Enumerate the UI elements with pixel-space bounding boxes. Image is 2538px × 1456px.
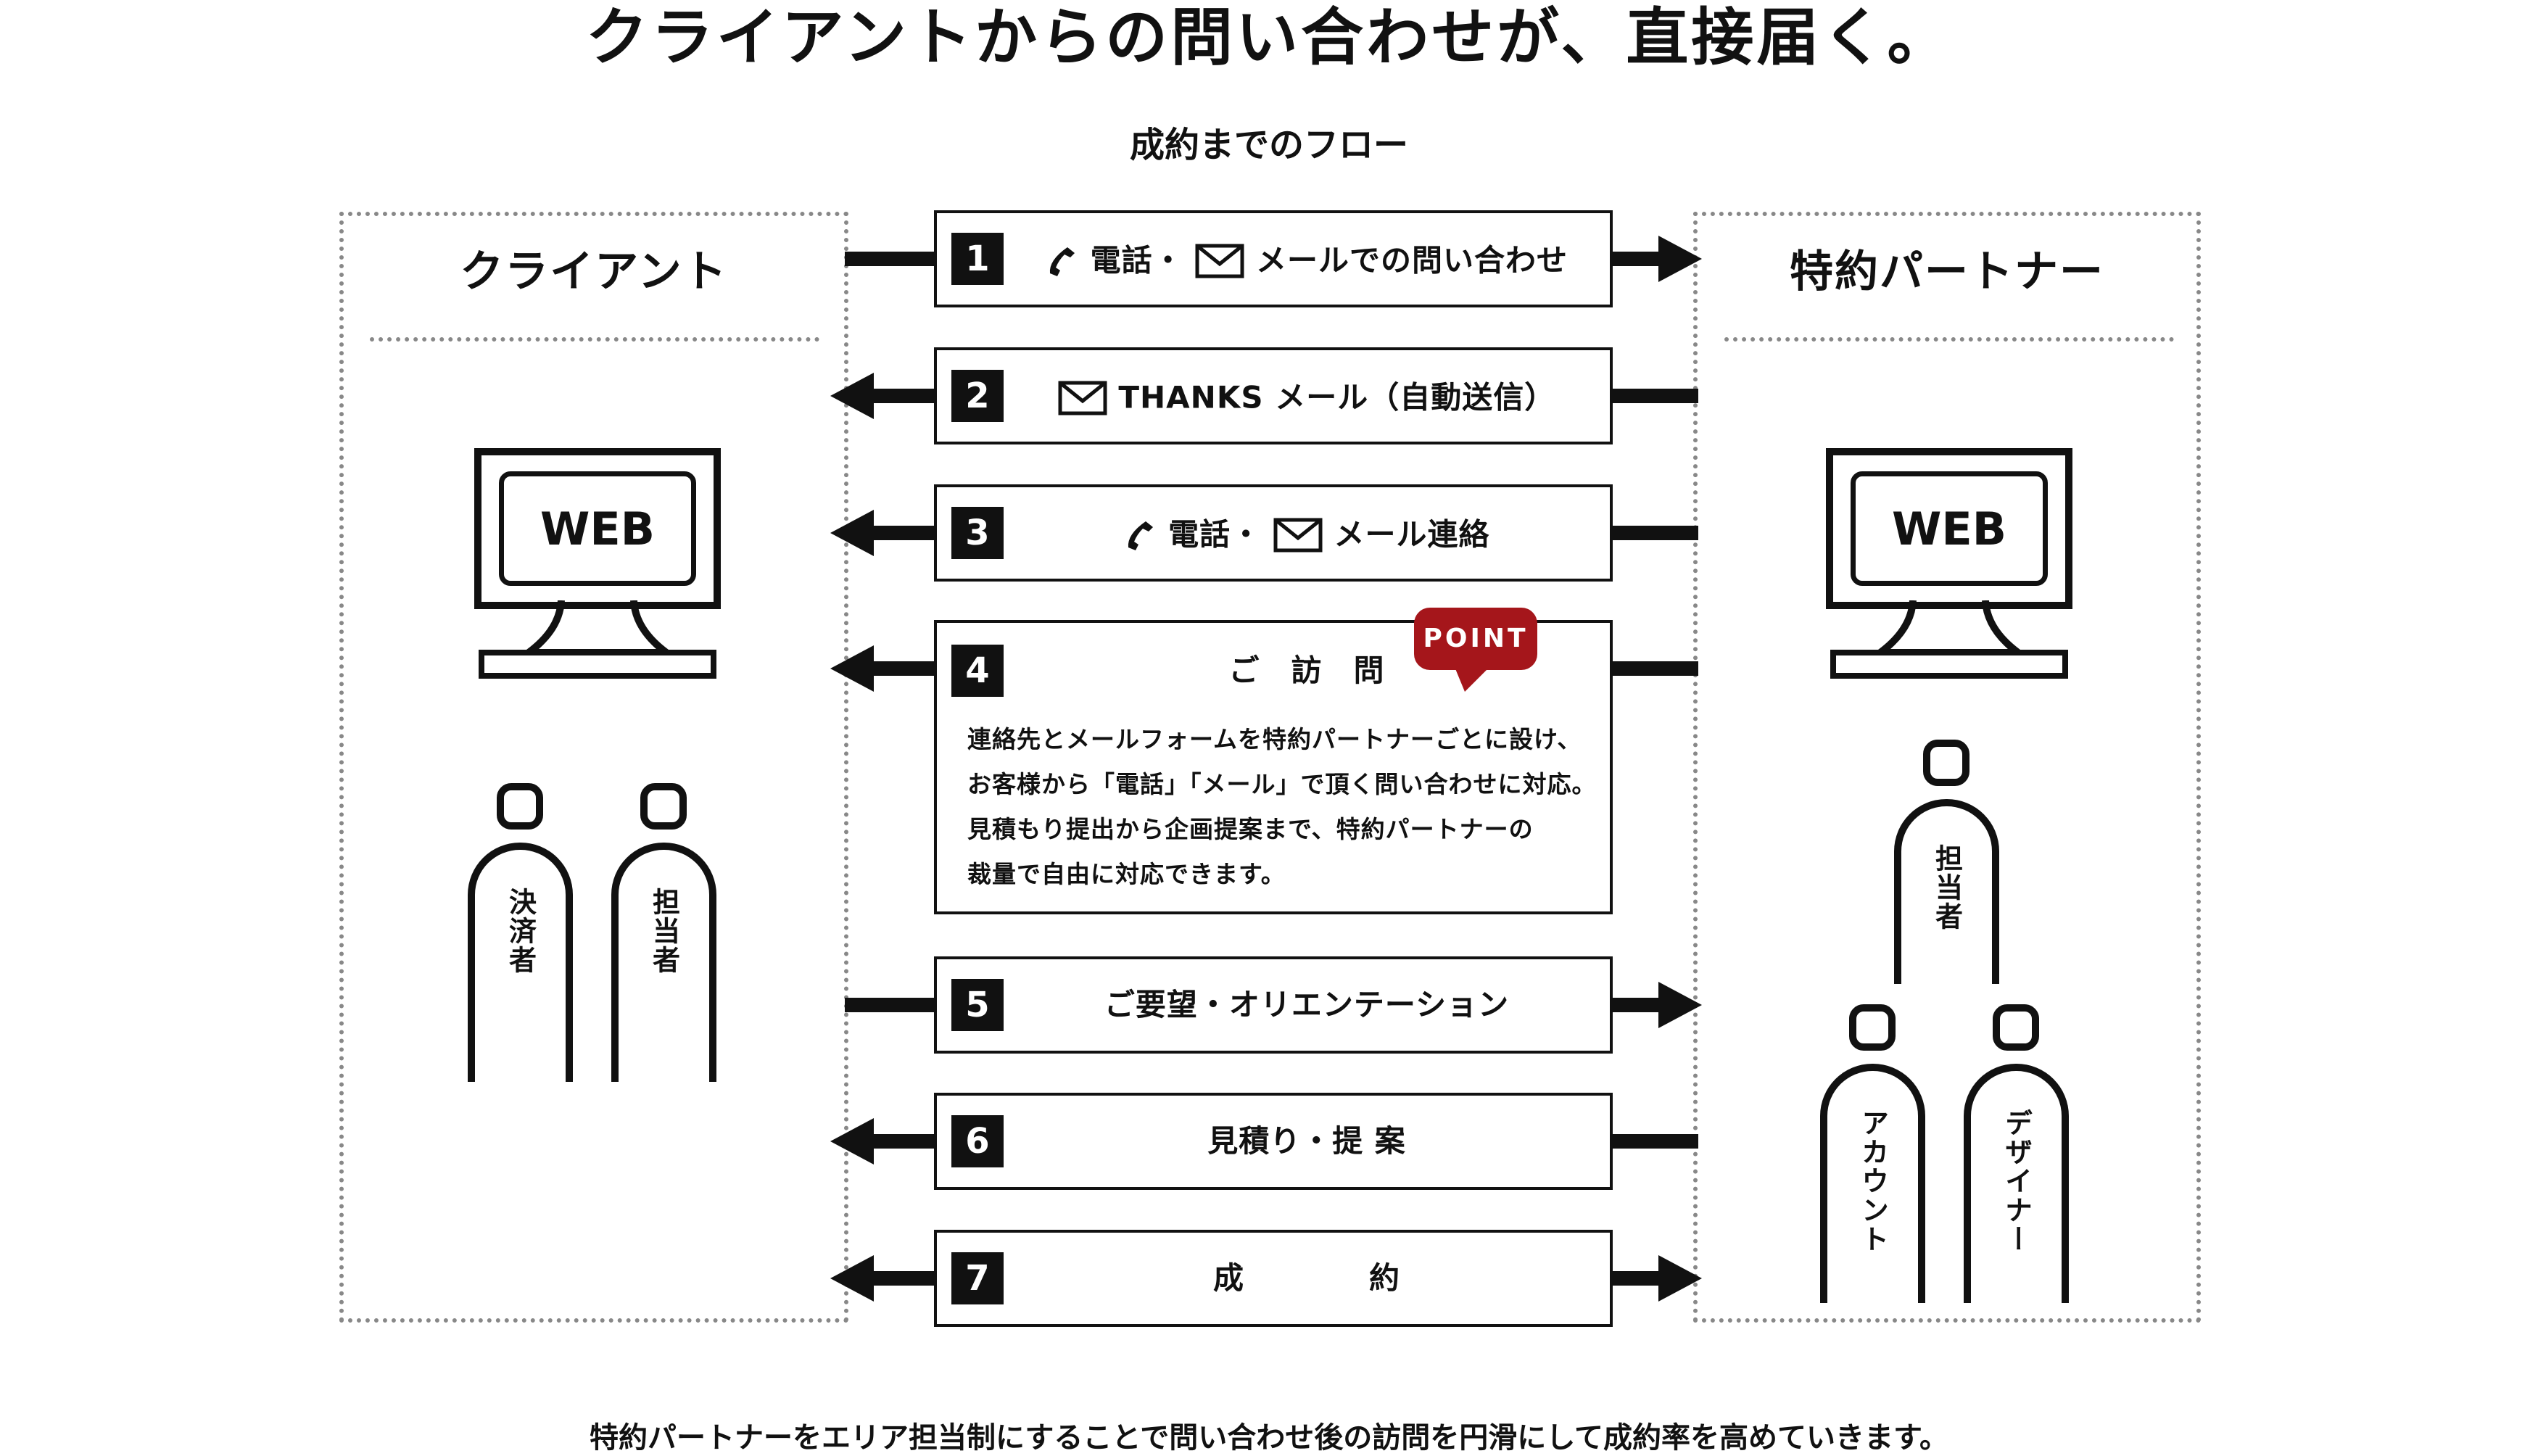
step-number: 7	[951, 1252, 1004, 1304]
point-badge-tail	[1455, 667, 1489, 692]
arrow-step-6-left-line	[874, 1134, 935, 1149]
arrow-step-4-head	[830, 645, 874, 692]
arrow-step-1-left-line	[845, 252, 935, 266]
client-panel	[339, 212, 848, 1323]
partner-person-label: 担当者	[1930, 844, 1963, 931]
description-line: 見積もり提出から企画提案まで、特約パートナーの	[967, 815, 1534, 843]
arrow-step-1-right-line	[1611, 252, 1658, 266]
arrow-step-4-left-line	[874, 661, 935, 676]
arrow-step-3-left-line	[874, 526, 935, 540]
description-line: 連絡先とメールフォームを特約パートナーごとに設け、	[967, 725, 1582, 753]
arrow-step-3-head	[830, 510, 874, 556]
arrow-step-7-left-line	[874, 1271, 935, 1286]
client-monitor-icon: WEB	[474, 448, 721, 687]
step-3-label: 電話・ メール連絡	[1024, 504, 1590, 562]
client-person-contact: 担当者	[611, 783, 716, 1082]
phone-icon	[1128, 521, 1153, 550]
step-7-label: 成 約	[1212, 1260, 1400, 1296]
step-number: 3	[951, 507, 1004, 559]
description-line: お客様から「電話」「メール」で頂く問い合わせに対応。	[967, 770, 1597, 798]
step-number: 5	[951, 979, 1004, 1031]
arrow-step-6-right-line	[1611, 1134, 1698, 1149]
headline: クライアントからの問い合わせが、直接届く。	[585, 1, 1953, 74]
mail-icon	[1273, 518, 1323, 552]
partner-title: 特約パートナー	[1790, 247, 2104, 297]
arrow-step-2-head	[830, 373, 874, 419]
partner-panel	[1693, 212, 2201, 1323]
partner-person-contact: 担当者	[1894, 740, 1999, 984]
mail-icon	[1058, 381, 1107, 415]
client-person-label: 担当者	[648, 888, 680, 975]
step-5-label: ご要望・オリエンテーション	[1104, 987, 1510, 1022]
step-2-box: 2 THANKS メール（自動送信）	[934, 347, 1613, 444]
step-3-box: 3 電話・ メール連絡	[934, 484, 1613, 582]
arrow-step-2-right-line	[1611, 389, 1698, 403]
partner-person-label: デザイナー	[2000, 1109, 2033, 1254]
point-badge: POINT	[1414, 608, 1537, 695]
step-number: 6	[951, 1115, 1004, 1167]
client-person-decision-maker: 決済者	[468, 783, 573, 1082]
arrow-step-3-right-line	[1611, 526, 1698, 540]
arrow-step-4-right-line	[1611, 661, 1698, 676]
mail-icon	[1195, 244, 1244, 278]
partner-title-separator	[1724, 337, 2174, 342]
arrow-step-7-left-head	[830, 1255, 874, 1302]
step-number: 4	[951, 645, 1004, 697]
client-title-separator	[370, 337, 819, 342]
step-1-label: 電話・ メールでの問い合わせ	[1024, 230, 1590, 288]
partner-monitor-label: WEB	[1851, 471, 2048, 586]
partner-person-account: アカウント	[1820, 1004, 1925, 1303]
arrow-step-5-head	[1658, 982, 1702, 1028]
step-5-box: 5 ご要望・オリエンテーション	[934, 956, 1613, 1054]
step-4-label: ご 訪 問	[1228, 653, 1385, 688]
arrow-step-2-left-line	[874, 389, 935, 403]
client-person-label: 決済者	[504, 888, 537, 975]
arrow-step-7-right-head	[1658, 1255, 1702, 1302]
arrow-step-1-head	[1658, 236, 1702, 282]
arrow-step-5-left-line	[845, 998, 935, 1012]
step-number: 1	[951, 233, 1004, 285]
client-title: クライアント	[460, 247, 728, 297]
step-4-description: 連絡先とメールフォームを特約パートナーごとに設け、 お客様から「電話」「メール」…	[967, 717, 1597, 897]
arrow-step-5-right-line	[1611, 998, 1658, 1012]
step-number: 2	[951, 370, 1004, 422]
partner-monitor-icon: WEB	[1826, 448, 2072, 687]
point-badge-label: POINT	[1414, 608, 1537, 670]
phone-icon	[1049, 247, 1075, 276]
step-2-label: THANKS メール（自動送信）	[1024, 367, 1590, 425]
partner-person-label: アカウント	[1856, 1109, 1889, 1254]
step-7-box: 7 成 約	[934, 1230, 1613, 1327]
step-1-box: 1 電話・ メールでの問い合わせ	[934, 210, 1613, 307]
arrow-step-6-head	[830, 1118, 874, 1165]
step-6-label: 見積り・提 案	[1207, 1123, 1406, 1159]
footer-note: 特約パートナーをエリア担当制にすることで問い合わせ後の訪問を円滑にして成約率を高…	[590, 1421, 1948, 1455]
client-monitor-label: WEB	[499, 471, 696, 586]
flow-subtitle: 成約までのフロー	[1129, 125, 1408, 165]
partner-person-designer: デザイナー	[1964, 1004, 2069, 1303]
arrow-step-7-right-line	[1611, 1271, 1658, 1286]
description-line: 裁量で自由に対応できます。	[967, 860, 1286, 888]
step-6-box: 6 見積り・提 案	[934, 1093, 1613, 1190]
